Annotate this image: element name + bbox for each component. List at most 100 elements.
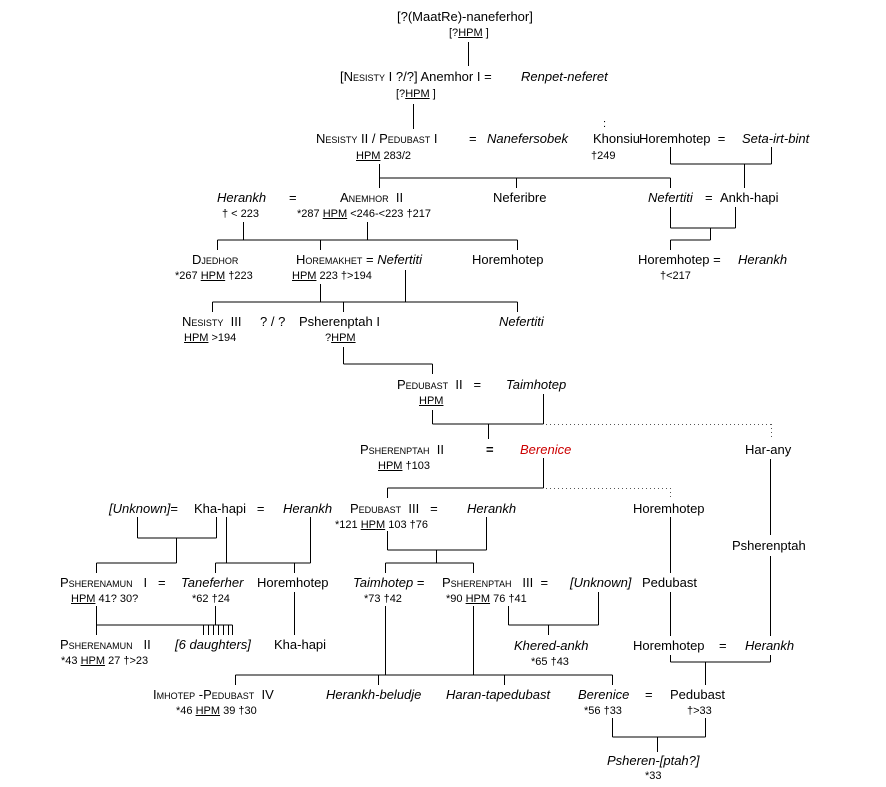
node-horemakhet: Horemakhet = Nefertiti: [296, 252, 423, 267]
node-berenice-b-dates: *56 †33: [584, 705, 622, 717]
node-nesisty-1-sub: [?HPM ]: [396, 88, 436, 100]
node-nesisty-3-sub: HPM >194: [184, 332, 237, 344]
node-horemakhet-sub: HPM 223 †>194: [292, 270, 372, 282]
node-taneferher: Taneferher: [181, 575, 244, 590]
node-khonsiu: Khonsiu: [593, 131, 640, 146]
hpm-link[interactable]: HPM: [360, 519, 386, 531]
node-nefertiti-a: Nefertiti: [648, 190, 693, 205]
hpm-link[interactable]: HPM: [419, 395, 444, 407]
hpm-link[interactable]: HPM: [292, 270, 317, 282]
node-herankh-a-dates: † < 223: [222, 208, 260, 220]
node-anemhor-2: Anemhor II: [340, 190, 404, 205]
node-kha-hapi-b: Kha-hapi: [274, 637, 327, 652]
khonsiu-dot: :: [603, 118, 607, 130]
node-nesisty-1: [Nesisty I ?/?] Anemhor I =: [340, 69, 492, 84]
node-psherenptah-2-sub: HPM †103: [378, 460, 430, 472]
node-anemhor-2-sub: *287 HPM <246-<223 †217: [297, 208, 431, 220]
hpm-link[interactable]: HPM: [80, 655, 106, 667]
node-psherenamun-2-sub: *43 HPM 27 †>23: [61, 655, 149, 667]
node-taimhotep-a: Taimhotep: [506, 377, 567, 392]
node-maatre-sub: [?HPM ]: [449, 27, 489, 39]
node-nefertiti-b: Nefertiti: [499, 314, 544, 329]
node-nanefersobek: Nanefersobek: [487, 131, 568, 146]
node-khered-ankh: Khered-ankh: [514, 638, 589, 653]
hpm-link[interactable]: HPM: [458, 27, 483, 39]
node-horemhotep-b: Horemhotep =: [638, 252, 721, 267]
node-psheren-ptah: Psheren-[ptah?]: [607, 753, 700, 768]
hpm-link[interactable]: HPM: [184, 332, 209, 344]
node-horemhotep-e: Horemhotep: [257, 575, 329, 590]
node-haran-tapedubast: Haran-tapedubast: [446, 687, 551, 702]
node-pedubast-2: Pedubast II =: [397, 377, 482, 392]
node-pedubast-3: Pedubast III =: [350, 501, 438, 516]
node-djedhor: Djedhor: [192, 252, 239, 267]
node-khonsiu-dates: †249: [591, 150, 616, 162]
hpm-link[interactable]: HPM: [356, 150, 381, 162]
hpm-link[interactable]: HPM: [405, 88, 430, 100]
node-kha-hapi-a: Kha-hapi =: [194, 501, 265, 516]
node-herankh-c: Herankh: [283, 501, 333, 516]
node-berenice-a: Berenice: [520, 442, 572, 457]
hpm-link[interactable]: HPM: [331, 332, 356, 344]
node-psherenptah-2: Psherenptah II: [360, 442, 444, 457]
node-neferibre: Neferibre: [493, 190, 547, 205]
node-imhotep: Imhotep -Pedubast IV: [153, 687, 274, 702]
node-herankh-e: Herankh: [745, 638, 795, 653]
node-horemhotep-b-dates: †<217: [660, 270, 691, 282]
node-berenice-b: Berenice: [578, 687, 630, 702]
node-taimhotep-b: Taimhotep =: [353, 575, 425, 590]
node-herankh-d: Herankh: [467, 501, 517, 516]
node-ankh-hapi: Ankh-hapi: [720, 190, 779, 205]
hpm-link[interactable]: HPM: [465, 593, 491, 605]
node-unknown-b: [Unknown]: [570, 575, 632, 590]
node-pedubast-f: Pedubast: [642, 575, 697, 590]
node-nefertiti-a-eq: =: [705, 190, 713, 205]
node-psherenamun-1: Psherenamun I =: [60, 575, 166, 590]
node-herankh-a: Herankh: [217, 190, 267, 205]
node-qq: ? / ?: [260, 314, 286, 329]
node-pedubast-3-sub: *121 HPM 103 †76: [335, 519, 428, 531]
hpm-link[interactable]: HPM: [195, 705, 221, 717]
node-horemhotep-c: Horemhotep: [472, 252, 544, 267]
node-pedubast-h-dates: †>33: [687, 705, 712, 717]
node-nesisty-2: Nesisty II / Pedubast I: [316, 131, 438, 146]
node-psheren-ptah-dates: *33: [645, 770, 662, 782]
node-psherenptah-3-sub: *90 HPM 76 †41: [446, 593, 527, 605]
node-horemhotep-d: Horemhotep: [633, 501, 705, 516]
node-herankh-b: Herankh: [738, 252, 788, 267]
node-pedubast-2-sub: HPM: [419, 395, 443, 408]
node-khered-ankh-dates: *65 †43: [531, 656, 569, 668]
node-renpet-neferet: Renpet-neferet: [521, 69, 608, 84]
hpm-link[interactable]: HPM: [322, 208, 348, 220]
hpm-link[interactable]: HPM: [200, 270, 226, 282]
node-psherenptah-e: Psherenptah: [732, 538, 806, 553]
node-pedubast-h: Pedubast: [670, 687, 725, 702]
node-nesisty-2-eq: =: [469, 131, 477, 146]
node-berenice-b-eq: =: [645, 687, 653, 702]
node-psherenptah-2-eq: =: [486, 442, 494, 457]
node-har-any: Har-any: [745, 442, 792, 457]
node-seta-irt-bint: Seta-irt-bint: [742, 131, 810, 146]
hpm-link[interactable]: HPM: [378, 460, 403, 472]
hpm-link[interactable]: HPM: [71, 593, 96, 605]
node-nesisty-3: Nesisty III: [182, 314, 242, 329]
node-maatre: [?(MaatRe)-naneferhor]: [397, 9, 533, 24]
node-horemhotep-a: Horemhotep =: [639, 131, 726, 146]
node-6-daughters: [6 daughters]: [175, 637, 251, 652]
node-herankh-beludje: Herankh-beludje: [326, 687, 422, 702]
node-unknown-a: [Unknown]=: [109, 501, 179, 516]
node-taneferher-dates: *62 †24: [192, 593, 230, 605]
node-psherenptah-3: Psherenptah III =: [442, 575, 549, 590]
node-herankh-a-eq: =: [289, 190, 297, 205]
node-psherenamun-1-sub: HPM 41? 30?: [71, 593, 139, 605]
node-psherenamun-2: Psherenamun II: [60, 637, 151, 652]
node-imhotep-sub: *46 HPM 39 †30: [176, 705, 257, 717]
node-horemhotep-g: Horemhotep =: [633, 638, 727, 653]
node-psherenptah-1-sub: ?HPM: [325, 332, 356, 344]
node-psherenptah-1: Psherenptah I: [299, 314, 380, 329]
node-taimhotep-b-dates: *73 †42: [364, 593, 402, 605]
node-nesisty-2-sub: HPM 283/2: [356, 150, 412, 162]
node-djedhor-sub: *267 HPM †223: [175, 270, 253, 282]
